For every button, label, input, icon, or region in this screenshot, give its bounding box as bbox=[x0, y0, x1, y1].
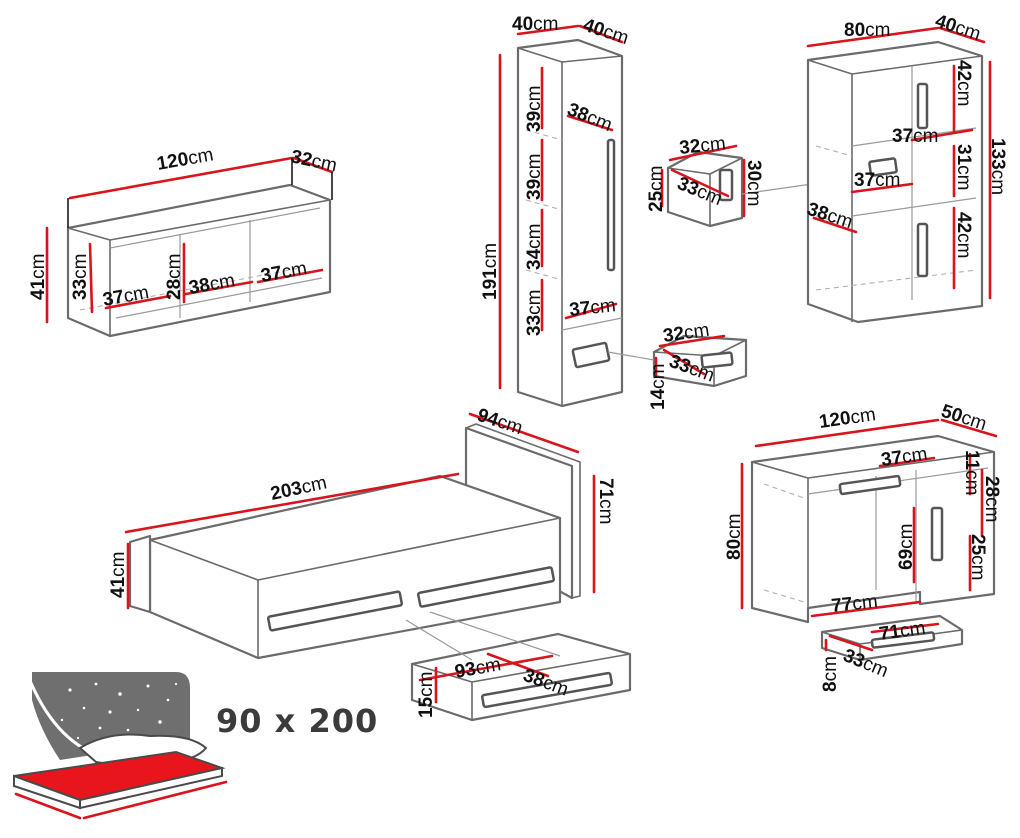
desk-dimension-label: 25cm bbox=[967, 534, 988, 580]
bed-dimension-label: 41cm bbox=[108, 552, 129, 598]
wall-shelf-dimension-label: 120cm bbox=[155, 144, 215, 175]
desk-dimension-label: 69cm bbox=[896, 524, 917, 570]
wall-shelf-dimension-label: 28cm bbox=[164, 254, 185, 300]
bed-size-label: 90 x 200 bbox=[216, 702, 378, 740]
wall-shelf-dimension-label: 37cm bbox=[259, 258, 308, 287]
bed-drawer-dimension-label: 15cm bbox=[416, 672, 437, 718]
wall-shelf-dimension-label: 33cm bbox=[70, 254, 91, 300]
small-drawer bbox=[666, 150, 744, 228]
bookcase-dimension-label: 80cm bbox=[844, 20, 890, 41]
desk-dimension-label: 77cm bbox=[830, 591, 878, 617]
desk-dimension-label: 11cm bbox=[961, 450, 982, 495]
tall-wardrobe bbox=[516, 38, 624, 408]
desk-dimension-label: 28cm bbox=[981, 476, 1002, 522]
bookcase-dimension-label: 42cm bbox=[953, 60, 974, 106]
wardrobe-drawer-dimension-label: 14cm bbox=[648, 364, 669, 410]
star-icon bbox=[60, 682, 178, 742]
desk-dimension-label: 120cm bbox=[818, 404, 877, 433]
tall-wardrobe-dimension-label: 39cm bbox=[524, 86, 545, 132]
tall-wardrobe-dimension-label: 33cm bbox=[524, 290, 545, 336]
desk-dimension-label: 50cm bbox=[938, 401, 989, 435]
wardrobe-drawer bbox=[652, 334, 748, 388]
bookcase-dimension-label: 40cm bbox=[932, 11, 983, 45]
tall-wardrobe-dimension-label: 37cm bbox=[568, 295, 616, 321]
bookcase bbox=[806, 40, 984, 324]
bookcase-dimension-label: 42cm bbox=[953, 212, 974, 258]
bed-drawer-dimension-label: 93cm bbox=[453, 654, 502, 683]
small-drawer-dimension-label: 32cm bbox=[678, 133, 726, 159]
small-drawer-dimension-label: 30cm bbox=[743, 160, 764, 206]
desk-dimension-label: 80cm bbox=[724, 514, 745, 560]
bed-size-icon bbox=[13, 672, 228, 820]
bookcase-dimension-label: 37cm bbox=[854, 170, 900, 191]
bed-drawer bbox=[410, 632, 632, 722]
bed-dimension-label: 71cm bbox=[595, 478, 616, 524]
wardrobe-drawer-dimension-label: 32cm bbox=[662, 320, 711, 347]
desk-dimension-label: 37cm bbox=[880, 444, 929, 471]
bookcase-dimension-label: 37cm bbox=[892, 126, 938, 147]
small-drawer-dimension-label: 25cm bbox=[646, 166, 667, 212]
bookcase-dimension-label: 31cm bbox=[953, 144, 974, 190]
wall-shelf-dimension-label: 37cm bbox=[101, 282, 150, 311]
desk-drawer-dimension-label: 8cm bbox=[820, 656, 841, 692]
desk-drawer-dimension-label: 71cm bbox=[878, 618, 927, 645]
tall-wardrobe-dimension-label: 39cm bbox=[524, 154, 545, 200]
bed bbox=[128, 423, 581, 660]
wall-shelf-dimension-label: 38cm bbox=[187, 270, 236, 299]
tall-wardrobe-dimension-label: 34cm bbox=[524, 224, 545, 270]
bookcase-dimension-label: 133cm bbox=[987, 138, 1008, 195]
wall-shelf-dimension-label: 32cm bbox=[289, 146, 339, 176]
wall-shelf bbox=[66, 183, 332, 338]
wall-shelf-dimension-label: 41cm bbox=[28, 254, 49, 300]
tall-wardrobe-dimension-label: 191cm bbox=[480, 243, 501, 300]
tall-wardrobe-dimension-label: 40cm bbox=[512, 14, 558, 35]
desk bbox=[750, 434, 996, 624]
desk-drawer bbox=[820, 614, 964, 662]
bed-dimension-label: 203cm bbox=[269, 472, 329, 504]
